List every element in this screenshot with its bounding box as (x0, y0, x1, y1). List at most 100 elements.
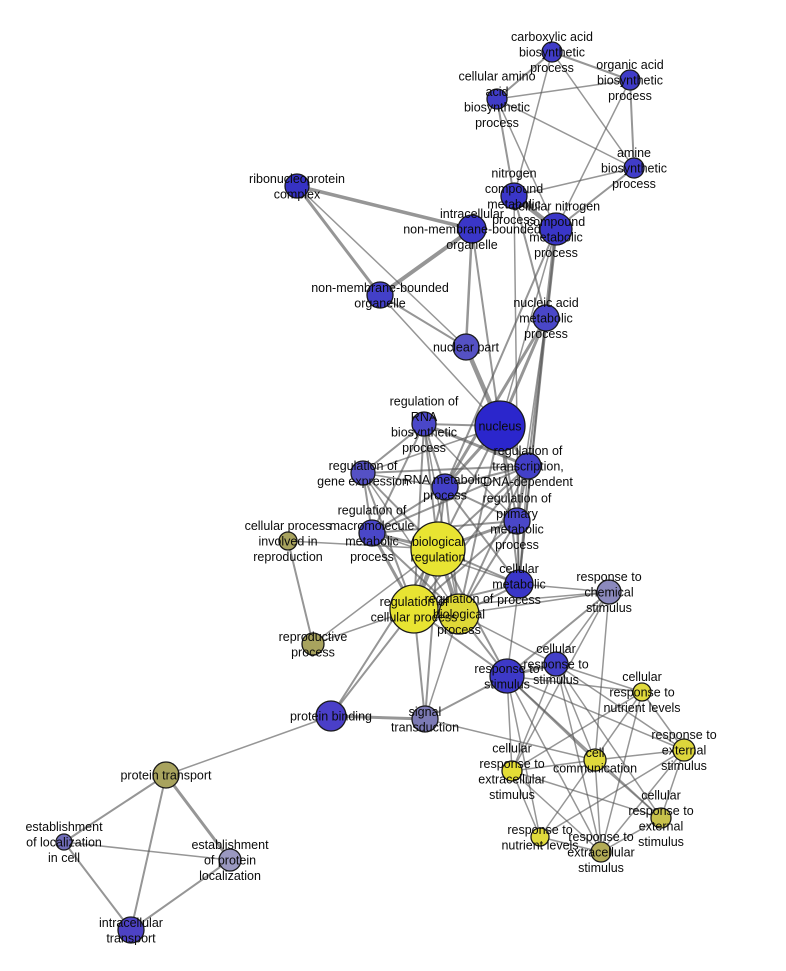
node-carboxylic[interactable] (541, 41, 563, 63)
graph-edge (130, 774, 167, 931)
graph-edge (555, 663, 596, 761)
graph-edge (496, 98, 557, 230)
node-intra_nmb[interactable] (457, 214, 487, 244)
graph-edge (371, 486, 446, 534)
node-prot_transport[interactable] (152, 761, 180, 789)
node-reg_transcription[interactable] (514, 452, 542, 480)
graph-edge (130, 859, 231, 931)
graph-edge (518, 317, 547, 585)
node-resp_ext[interactable] (672, 738, 696, 762)
graph-edge (458, 425, 501, 615)
graph-edge (379, 294, 501, 427)
graph-edge (329, 714, 427, 721)
node-repro[interactable] (301, 632, 325, 656)
graph-edge (506, 675, 662, 819)
graph-edge (413, 423, 425, 610)
node-intra_transport[interactable] (117, 916, 145, 944)
node-nuclear_part[interactable] (452, 333, 480, 361)
graph-edge (511, 770, 602, 853)
graph-edge (63, 774, 167, 843)
node-cell_amino[interactable] (486, 88, 508, 110)
node-cpir[interactable] (278, 531, 298, 551)
node-bio_reg[interactable] (410, 521, 466, 577)
graph-edge (379, 294, 467, 348)
graph-edge (539, 749, 685, 838)
edge-layer (63, 51, 685, 931)
graph-edge (506, 675, 602, 853)
graph-edge (555, 663, 643, 693)
node-prot_bind[interactable] (315, 700, 347, 732)
node-rna_met[interactable] (431, 473, 459, 501)
node-organic[interactable] (619, 69, 641, 91)
graph-edge (164, 773, 232, 862)
node-resp_nutrient[interactable] (530, 827, 550, 847)
graph-edge (506, 675, 541, 838)
node-cell_resp_extra[interactable] (501, 760, 523, 782)
graph-edge (499, 228, 557, 427)
graph-edge (506, 675, 643, 693)
node-reg_primary[interactable] (503, 507, 531, 535)
graph-edge (513, 167, 635, 197)
graph-edge (424, 548, 439, 720)
node-reg_bio[interactable] (438, 593, 480, 635)
graph-edge (555, 663, 602, 853)
graph-edge (444, 465, 529, 488)
graph-edge (362, 465, 529, 474)
graph-edge (458, 591, 610, 615)
graph-edge (641, 691, 685, 751)
graph-edge (165, 715, 332, 776)
graph-edge (594, 749, 685, 761)
node-est_prot_loc[interactable] (218, 848, 242, 872)
graph-edge (423, 423, 518, 522)
graph-edge (511, 770, 662, 819)
node-cell_nitrogen[interactable] (539, 212, 573, 246)
node-cell_resp_ext[interactable] (650, 807, 672, 829)
graph-edge (594, 759, 602, 853)
graph-edge (471, 228, 501, 427)
node-nucleus[interactable] (474, 400, 526, 452)
graph-edge (496, 98, 515, 197)
node-cell_met[interactable] (504, 569, 534, 599)
graph-edge (464, 227, 474, 349)
graph-edge (629, 79, 635, 169)
graph-edge (496, 51, 553, 100)
node-cell_resp_nutrient[interactable] (632, 682, 652, 702)
node-reg_rna[interactable] (411, 411, 437, 437)
graph-edge (594, 759, 662, 819)
node-reg_cell[interactable] (389, 584, 439, 634)
graph-edge (378, 227, 474, 297)
node-rnp[interactable] (284, 173, 310, 199)
graph-edge (551, 51, 635, 169)
graph-edge (296, 185, 467, 348)
node-cell_resp_stim[interactable] (543, 651, 569, 677)
node-nmb[interactable] (366, 281, 394, 309)
graph-edge (63, 841, 231, 861)
graph-edge (511, 770, 541, 838)
graph-edge (362, 423, 425, 474)
graph-edge (594, 591, 610, 761)
graph-edge (422, 422, 530, 468)
graph-edge (555, 663, 662, 819)
graph-edge (330, 548, 439, 717)
graph-edge (551, 51, 631, 81)
node-reg_gene[interactable] (350, 460, 376, 486)
graph-edge (511, 759, 596, 772)
node-resp_extra[interactable] (590, 841, 612, 863)
node-cell_comm[interactable] (583, 748, 607, 772)
node-resp_stim[interactable] (489, 658, 525, 694)
graph-edge (496, 79, 631, 100)
graph-edge (600, 691, 643, 853)
node-est_loc_cell[interactable] (55, 833, 73, 851)
graph-edge (496, 98, 635, 169)
graph-edge (506, 675, 685, 751)
node-signal[interactable] (411, 705, 439, 733)
node-resp_chem[interactable] (596, 579, 622, 605)
node-nucleic[interactable] (532, 304, 560, 332)
graph-edge (513, 195, 547, 319)
node-nitrogen[interactable] (500, 182, 528, 210)
graph-edge (362, 472, 446, 488)
node-reg_macro[interactable] (358, 519, 386, 547)
graph-edge (287, 540, 314, 645)
node-amine[interactable] (623, 157, 645, 179)
